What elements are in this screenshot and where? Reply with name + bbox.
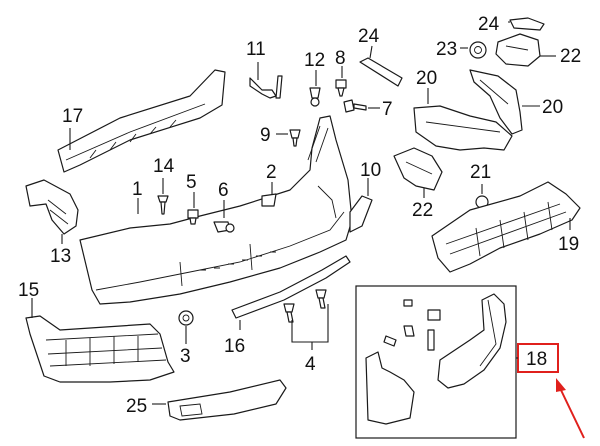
callout-8: 8 — [335, 48, 346, 69]
part-9-screw — [276, 129, 301, 147]
part-21-nut — [475, 184, 489, 209]
part-6-clip — [213, 200, 235, 233]
callout-18: 18 — [526, 349, 547, 370]
part-20-heat-shield — [413, 69, 540, 151]
callout-18-highlight — [516, 343, 559, 373]
part-22-side-shield — [393, 147, 443, 198]
callout-13: 13 — [50, 246, 71, 267]
part-13-side-bracket — [25, 179, 79, 244]
callout-22b: 22 — [412, 200, 433, 221]
callout-4: 4 — [305, 354, 316, 375]
callout-21: 21 — [470, 162, 491, 183]
part-3-nut — [178, 310, 194, 344]
part-1-bumper-cover — [79, 115, 353, 305]
callout-11: 11 — [246, 39, 266, 60]
callout-15: 15 — [18, 280, 39, 301]
part-16-lower-trim — [231, 255, 351, 330]
callout-14: 14 — [153, 156, 175, 177]
callout-24b: 24 — [478, 14, 500, 35]
part-2-clip — [261, 182, 277, 207]
callout-1: 1 — [132, 179, 143, 200]
callout-16: 16 — [224, 336, 245, 357]
part-22-top-shield — [495, 33, 556, 67]
callout-3: 3 — [180, 346, 191, 367]
callout-17: 17 — [62, 106, 83, 127]
part-12-clip — [309, 70, 321, 107]
callout-25: 25 — [126, 396, 147, 417]
inset-box-18 — [355, 285, 517, 439]
callout-22a: 22 — [560, 46, 581, 67]
part-4-screws — [283, 289, 329, 350]
callout-6: 6 — [218, 180, 229, 201]
part-8-clip — [335, 66, 347, 97]
callout-20b: 20 — [542, 97, 563, 118]
callout-12: 12 — [304, 50, 325, 71]
callout-9: 9 — [260, 125, 271, 146]
part-14-screw — [157, 178, 169, 215]
part-10-bracket — [349, 178, 373, 233]
callout-10: 10 — [360, 160, 381, 181]
callout-19: 19 — [558, 234, 579, 255]
part-19-undershield — [431, 181, 581, 273]
part-24-clip — [508, 17, 545, 31]
callout-7: 7 — [382, 99, 393, 120]
part-11-bracket — [249, 62, 283, 99]
red-arrow-icon — [556, 378, 585, 439]
part-24-strip — [359, 45, 403, 87]
callout-5: 5 — [186, 172, 197, 193]
part-7-push-pin — [343, 99, 380, 113]
callout-23: 23 — [436, 39, 457, 60]
callout-24a: 24 — [358, 26, 380, 47]
callout-20a: 20 — [416, 68, 437, 89]
part-23-nut — [460, 41, 487, 59]
callout-2: 2 — [266, 162, 277, 183]
part-15-lower-absorber — [25, 298, 175, 383]
part-17-reinforcement-bar — [57, 69, 226, 173]
part-25-reflector — [152, 379, 287, 421]
part-5-clip — [187, 192, 199, 225]
